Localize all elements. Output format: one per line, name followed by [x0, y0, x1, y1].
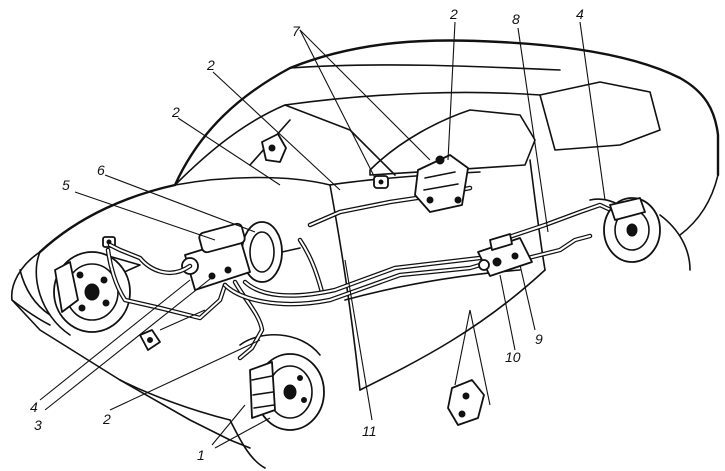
label-2-bottom: 2 [102, 411, 111, 427]
label-9: 9 [535, 331, 543, 347]
rear-wheel-cylinder-group [414, 154, 469, 213]
label-2-mid: 2 [171, 104, 180, 120]
label-2-right: 2 [449, 6, 458, 22]
brake-pipe-network [105, 185, 618, 361]
rear-cylinder-detail-small [373, 175, 389, 189]
rear-right-drum-brake [603, 197, 661, 263]
pressure-regulator [477, 233, 533, 277]
label-3: 3 [34, 417, 42, 433]
label-5: 5 [62, 177, 70, 193]
label-1: 1 [197, 447, 205, 463]
callout-labels: 1 2 2 2 2 3 4 4 5 6 7 8 9 10 11 [30, 6, 584, 463]
label-10: 10 [505, 349, 521, 365]
label-4-right: 4 [576, 6, 584, 22]
label-11: 11 [362, 423, 377, 439]
pushrod-pipe [297, 237, 325, 295]
brake-booster [241, 221, 301, 283]
leader-lines [39, 21, 606, 449]
label-7: 7 [292, 23, 301, 39]
label-4-left: 4 [30, 399, 38, 415]
master-cylinder [181, 222, 251, 291]
regulator-callout-detail [447, 379, 485, 426]
front-right-disc-brake [249, 353, 325, 431]
car-body-outline [11, 39, 720, 469]
detached-valve-detail [261, 133, 287, 163]
label-6: 6 [97, 162, 105, 178]
label-8: 8 [512, 11, 520, 27]
pipe-bracket-detail [139, 329, 161, 351]
label-2-top: 2 [206, 57, 215, 73]
